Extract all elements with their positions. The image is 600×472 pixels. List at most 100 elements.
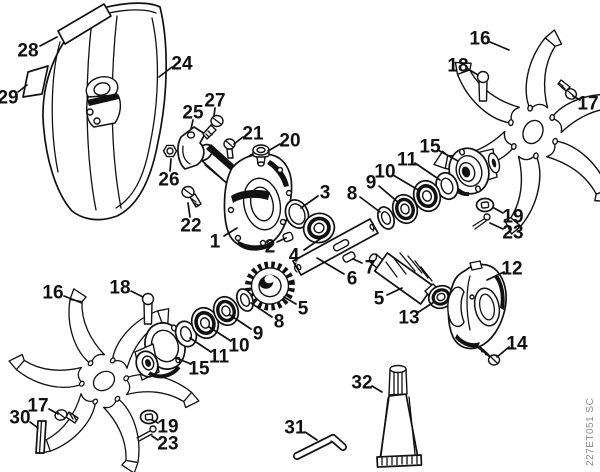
part-number-label: 12 [501, 259, 522, 280]
part-number-label: 8 [347, 184, 358, 205]
leader-line [489, 222, 504, 230]
clamp-nut [162, 144, 178, 158]
part-number-label: 22 [180, 216, 201, 237]
part-number-label: 8 [274, 312, 285, 333]
cotter-pin-bottom-left [136, 425, 157, 442]
part-number-label: 23 [502, 223, 523, 244]
shim-washer-top-right [376, 206, 396, 230]
leader-line [572, 95, 581, 101]
part-number-label: 17 [27, 396, 48, 417]
warning-sticker [22, 65, 49, 98]
shear-pin-top-right [476, 70, 490, 102]
part-number-label: 1 [210, 232, 221, 253]
leader-line [17, 84, 28, 93]
drain-screw [181, 185, 202, 208]
leader-line [267, 143, 281, 152]
part-number-label: 4 [289, 246, 300, 267]
part-number-label: 18 [109, 278, 130, 299]
leader-line [304, 431, 318, 441]
filler-plug [252, 144, 270, 167]
leader-line [233, 136, 244, 145]
part-number-label: 2 [265, 237, 276, 258]
tine-shaft [292, 218, 379, 276]
leader-line [229, 314, 252, 330]
information-sticker [57, 3, 112, 45]
part-number-label: 24 [171, 54, 193, 75]
side-bearing-housing [447, 260, 507, 350]
leader-line [416, 301, 435, 314]
part-number-label: 14 [506, 334, 528, 355]
housing-mount-screw [476, 345, 501, 366]
leader-line [213, 107, 216, 117]
part-number-label: 7 [365, 258, 376, 279]
leader-line [189, 337, 212, 353]
shear-pin-bottom-left [141, 292, 155, 325]
part-number-label: 9 [366, 173, 377, 194]
leader-line [493, 207, 504, 214]
ball-bearing-outer-top-right [412, 179, 442, 213]
part-number-label: 9 [253, 324, 264, 345]
leader-line [187, 202, 191, 218]
part-number-label: 10 [374, 162, 395, 183]
allen-wrench [293, 434, 347, 460]
shaft-key [342, 251, 356, 263]
part-number-label: 5 [298, 299, 309, 320]
part-number-label: 5 [374, 289, 385, 310]
watermark-code: 227ET051 SC [585, 398, 596, 466]
leader-line [208, 326, 232, 342]
part-number-label: 21 [242, 124, 264, 145]
leader-line [300, 195, 319, 209]
shield-clamp-boss [85, 75, 122, 128]
leader-line [48, 408, 59, 415]
leader-line [371, 385, 383, 393]
leader-line [303, 236, 324, 251]
part-number-label: 11 [209, 347, 230, 368]
cotter-pin-top-right [472, 213, 491, 230]
leader-line [39, 36, 58, 47]
part-number-label: 6 [347, 269, 358, 290]
part-number-label: 31 [284, 418, 306, 439]
leader-line [29, 421, 39, 429]
leader-line [190, 119, 194, 130]
part-number-label: 13 [398, 308, 419, 329]
leader-line [386, 287, 403, 296]
woodruff-key [282, 231, 294, 243]
shim-washer-bottom-left [235, 288, 255, 312]
housing-screw [223, 138, 236, 159]
leader-line [316, 257, 345, 275]
grease-tube [376, 364, 423, 468]
leader-line [496, 346, 510, 358]
blade-screw-bottom-left [54, 409, 79, 424]
worm-wheel-gear [245, 261, 295, 311]
leader-line [175, 357, 192, 365]
part-number-label: 18 [447, 56, 468, 77]
leader-line [158, 66, 173, 78]
part-number-label: 19 [502, 207, 523, 228]
leader-line [169, 158, 172, 172]
leader-line [352, 258, 363, 264]
part-number-label: 27 [204, 91, 225, 112]
part-number-label: 28 [17, 41, 38, 62]
leader-line [276, 237, 287, 243]
part-number-label: 25 [182, 103, 204, 124]
mounting-clamp [177, 126, 206, 170]
leader-line [392, 174, 421, 192]
part-number-label: 16 [42, 283, 63, 304]
leader-line [223, 227, 238, 237]
leader-line [437, 149, 459, 162]
leader-line [130, 290, 144, 298]
part-number-label: 15 [188, 359, 210, 380]
part-number-label: 29 [0, 88, 19, 109]
tine-wheel-top-right [429, 26, 600, 238]
leader-line [63, 295, 83, 304]
leader-line [151, 435, 159, 441]
ball-bearing-outer-bottom-left [190, 306, 220, 340]
part-number-label: 17 [577, 94, 598, 115]
thrust-washer-bottom-left [174, 320, 198, 348]
leader-line [283, 296, 297, 305]
part-number-label: 10 [228, 336, 249, 357]
leader-line [359, 196, 381, 213]
clamp-screw [202, 114, 224, 140]
